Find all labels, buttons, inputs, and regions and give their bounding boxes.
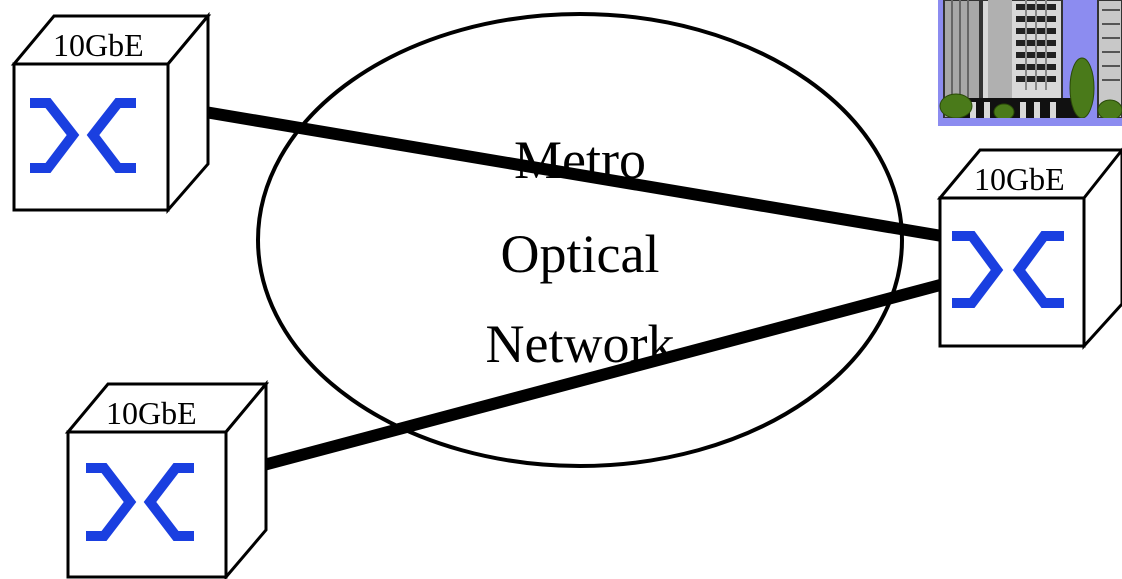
switch-label: 10GbE <box>106 395 197 431</box>
switch-label: 10GbE <box>53 27 144 63</box>
office-building-icon <box>938 0 1122 126</box>
switch-top-left: 10GbE <box>10 11 212 215</box>
crossconnect-icon <box>952 231 1064 308</box>
network-label-line-2: Optical <box>501 224 660 284</box>
network-label-line-1: Metro <box>514 130 646 190</box>
network-label-line-3: Network <box>486 314 675 374</box>
switch-label: 10GbE <box>974 161 1065 197</box>
metro-optical-network <box>256 12 904 468</box>
link-bottom-left-to-right <box>258 278 946 472</box>
switch-right: 10GbE <box>936 147 1122 350</box>
network-label: Metro Optical Network <box>486 130 675 374</box>
links <box>204 106 946 472</box>
crossconnect-icon <box>86 463 194 541</box>
link-top-left-to-right <box>204 106 943 242</box>
crossconnect-icon <box>30 98 136 173</box>
network-ellipse <box>256 12 904 468</box>
switch-bottom-left: 10GbE <box>64 379 270 579</box>
